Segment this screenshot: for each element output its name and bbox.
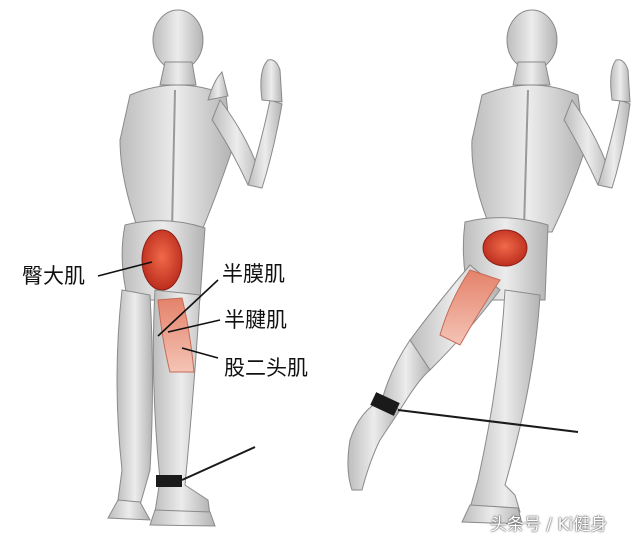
right-hamstrings	[439, 269, 501, 346]
leader-lines	[97, 261, 221, 359]
left-ankle-band	[156, 475, 182, 487]
left-gluteus-muscle	[141, 229, 183, 291]
left-torso	[119, 84, 233, 236]
right-hand	[610, 59, 631, 103]
semimembranosus-label: 半膜肌	[222, 262, 285, 286]
semitendinosus-label: 半腱肌	[224, 308, 287, 332]
left-cable	[181, 446, 256, 481]
left-hand	[260, 59, 283, 103]
right-head	[506, 9, 558, 71]
watermark-text: 头条号 / Ki健身	[490, 515, 608, 535]
right-figure	[347, 9, 631, 525]
right-gluteus-muscle	[482, 229, 528, 267]
right-ankle-band	[370, 392, 400, 416]
left-head	[152, 9, 204, 71]
left-figure	[107, 9, 283, 527]
gluteus-leader	[97, 261, 153, 277]
right-cable	[397, 409, 579, 433]
left-leg-back	[116, 289, 153, 506]
left-hamstrings	[157, 297, 195, 373]
semitendinosus-leader	[167, 319, 221, 333]
biceps-femoris-leader	[181, 347, 219, 359]
right-standing-leg	[469, 289, 541, 513]
biceps-femoris-label: 股二头肌	[224, 356, 308, 380]
semimembranosus-leader	[157, 279, 219, 337]
gluteus-label: 臀大肌	[22, 264, 85, 288]
right-torso	[471, 84, 586, 233]
